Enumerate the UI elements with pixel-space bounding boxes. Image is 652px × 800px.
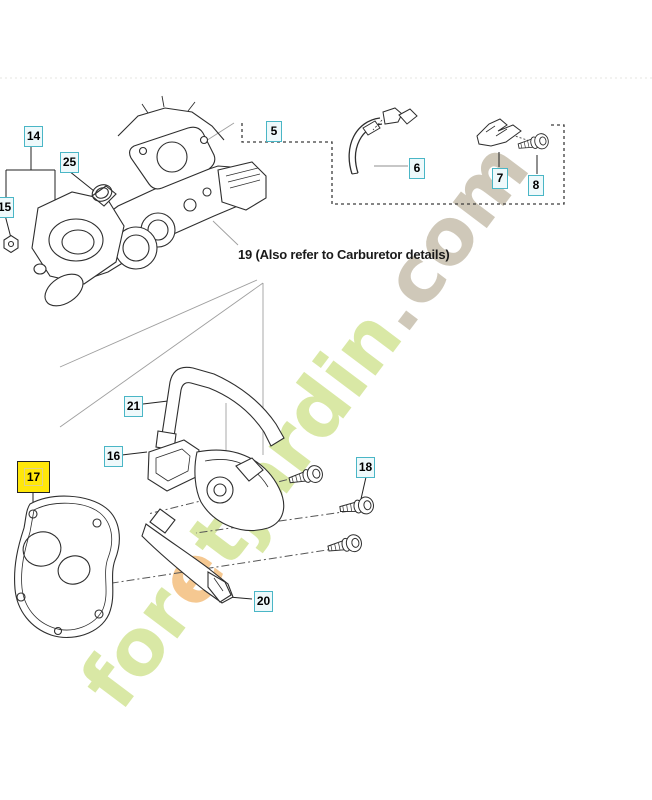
screws-art	[287, 131, 551, 558]
carburetor-assembly-art	[3, 95, 267, 307]
screw-18-art	[338, 495, 376, 518]
lever-20-art	[207, 571, 232, 603]
part-label-7[interactable]: 7	[492, 168, 508, 189]
group-boundary-dashed	[241, 123, 565, 205]
part-label-17-selected[interactable]: 17	[17, 461, 50, 493]
nut-15-art	[3, 234, 19, 254]
tube-21-art	[155, 366, 285, 451]
part-label-14[interactable]: 14	[24, 126, 43, 147]
screw-8-art	[516, 131, 551, 155]
part-label-21[interactable]: 21	[124, 396, 143, 417]
part-label-8[interactable]: 8	[528, 175, 544, 196]
part-label-15[interactable]: 15	[0, 197, 14, 218]
part-label-6[interactable]: 6	[409, 158, 425, 179]
screw-18-art	[326, 532, 364, 558]
part-label-25[interactable]: 25	[60, 152, 79, 173]
o-ring-25-art	[91, 184, 113, 202]
intake-assembly-16-art	[141, 439, 285, 604]
part-label-5[interactable]: 5	[266, 121, 282, 142]
fork-7-art	[476, 118, 522, 147]
cable-6-art	[348, 107, 418, 175]
carburetor-note: 19 (Also refer to Carburetor details)	[238, 247, 450, 262]
part-label-16[interactable]: 16	[104, 446, 123, 467]
part-label-18[interactable]: 18	[356, 457, 375, 478]
screw-18-art	[287, 463, 325, 490]
part-label-20[interactable]: 20	[254, 591, 273, 612]
part-label-text: 17	[23, 468, 44, 486]
gasket-17-art	[14, 495, 120, 639]
